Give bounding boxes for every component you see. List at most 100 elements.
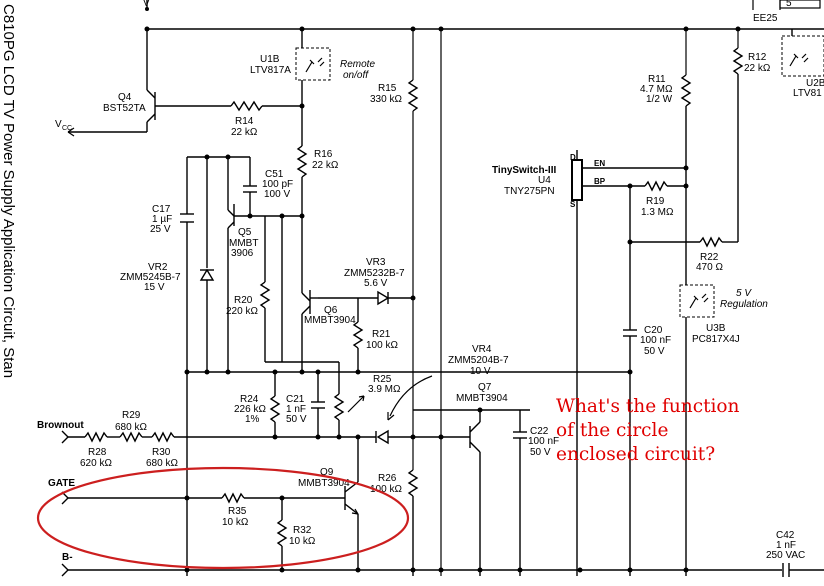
vr4-pointer-arrow (389, 375, 433, 417)
u3b-note2: Regulation (720, 299, 768, 310)
r35-label: R35 (228, 506, 247, 517)
pin-en: EN (594, 159, 605, 168)
r26-value: 100 kΩ (370, 484, 402, 495)
c21-value2: 50 V (286, 414, 307, 425)
r15-resistor (407, 79, 419, 112)
c22-value2: 50 V (530, 447, 551, 458)
r32-label: R32 (293, 525, 312, 536)
q4-transistor (67, 29, 231, 137)
c51-label: C51 (265, 169, 284, 180)
vcc-label: V (55, 119, 62, 130)
r19-resistor (644, 180, 668, 192)
r22-label: R22 (700, 252, 719, 263)
u1b-part: LTV817A (250, 65, 291, 76)
r21-resistor (352, 321, 364, 349)
r11-value1: 4.7 MΩ (640, 84, 673, 95)
vr2-value: 15 V (144, 282, 165, 293)
vr2-part: ZMM5245B-7 (120, 272, 181, 283)
r15-label: R15 (378, 83, 397, 94)
r20-resistor (259, 281, 271, 309)
c21-label: C21 (286, 394, 305, 405)
r24-resistor (269, 395, 281, 423)
top-supply-label: V (143, 0, 150, 9)
c42-label: C42 (776, 530, 795, 541)
c20-label: C20 (644, 325, 663, 336)
vertical-title: C810PG LCD TV Power Supply Application C… (0, 4, 17, 378)
r29-label: R29 (122, 410, 141, 421)
c20-value1: 100 nF (640, 335, 671, 346)
r35-resistor (221, 492, 245, 504)
r20-value: 220 kΩ (226, 306, 258, 317)
question-line-2: of the circle (556, 420, 668, 441)
u2b-part: LTV81 (793, 88, 822, 99)
r22-resistor (699, 236, 723, 248)
r32-resistor (276, 519, 288, 547)
r16-value: 22 kΩ (312, 160, 339, 171)
r28-value: 620 kΩ (80, 458, 112, 469)
vr3-zener (377, 290, 390, 306)
c22-value1: 100 nF (528, 436, 559, 447)
u1b-label: U1B (260, 54, 280, 65)
r19-value: 1.3 MΩ (641, 207, 674, 218)
pin-bp: BP (594, 177, 606, 186)
vr3-value: 5.6 V (364, 278, 388, 289)
q7-transistor (469, 410, 481, 576)
r29-value: 680 kΩ (115, 422, 147, 433)
r25-value: 3.9 MΩ (368, 384, 401, 395)
gate-label: GATE (48, 478, 75, 489)
bminus-label: B- (62, 552, 73, 563)
r26-label: R26 (378, 473, 397, 484)
r12-resistor (732, 47, 744, 75)
r14-label: R14 (235, 116, 254, 127)
u3b-part: PC817X4J (692, 334, 740, 345)
u1b-optocoupler (295, 47, 331, 81)
vr4-value: 10 V (470, 366, 491, 377)
q5-label: Q5 (238, 227, 252, 238)
q9-part: MMBT3904 (298, 478, 350, 489)
pin-d: D (570, 153, 576, 162)
q9-label: Q9 (320, 467, 334, 478)
q7-label: Q7 (478, 382, 492, 393)
r24-label: R24 (240, 394, 259, 405)
c20-value2: 50 V (644, 346, 665, 357)
r21-label: R21 (372, 329, 391, 340)
box5-label: 5 (786, 0, 792, 9)
q6-label: Q6 (324, 305, 338, 316)
connector-box (779, 0, 821, 9)
r15-value: 330 kΩ (370, 94, 402, 105)
r16-resistor (296, 145, 308, 178)
r20-label: R20 (234, 295, 253, 306)
c42-value1: 1 nF (776, 540, 796, 551)
question-line-3: enclosed circuit? (556, 444, 715, 465)
u4-tinyswitch (571, 159, 583, 201)
u3b-label: U3B (706, 323, 726, 334)
r25-label: R25 (373, 374, 392, 385)
u2b-optocoupler (781, 35, 824, 77)
highlight-circle (36, 466, 410, 570)
q4-label: Q4 (118, 92, 132, 103)
vr2-label: VR2 (148, 262, 168, 273)
r28-label: R28 (88, 447, 107, 458)
r25-resistor (333, 393, 345, 421)
r22-value: 470 Ω (696, 262, 723, 273)
q7-part: MMBT3904 (456, 393, 508, 404)
r30-label: R30 (152, 447, 171, 458)
q6-transistor (301, 290, 358, 372)
u1b-note1: Remote (340, 59, 375, 70)
c17-value2: 25 V (150, 224, 171, 235)
c17-value1: 1 µF (152, 214, 172, 225)
r30-value: 680 kΩ (146, 458, 178, 469)
q5-part1: MMBT (229, 238, 258, 249)
q9-transistor (344, 437, 359, 570)
bminus-input-arrow (61, 563, 69, 577)
r35-value: 10 kΩ (222, 517, 249, 528)
c22-label: C22 (530, 426, 549, 437)
c51-value2: 100 V (264, 189, 290, 200)
r11-resistor (680, 74, 692, 107)
vr4-part: ZMM5204B-7 (448, 355, 509, 366)
r21-value: 100 kΩ (366, 340, 398, 351)
u3b-optocoupler (679, 284, 715, 318)
r30-resistor (151, 431, 175, 443)
r11-value2: 1/2 W (646, 94, 673, 105)
